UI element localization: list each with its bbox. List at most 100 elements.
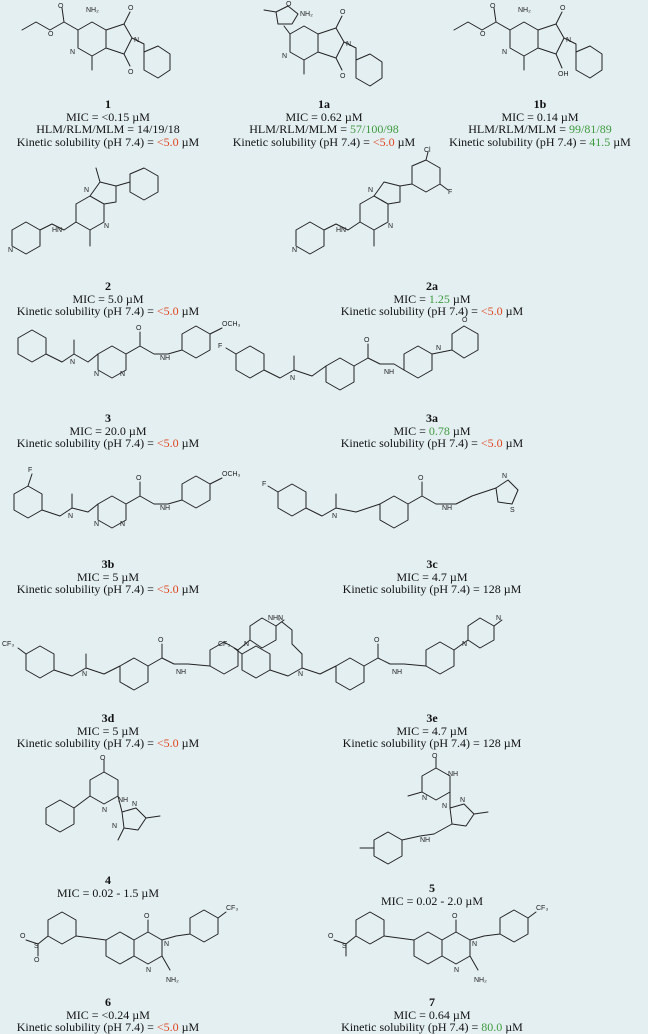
n-label: N bbox=[132, 801, 137, 808]
property-text: Kinetic solubility (pH 7.4) = bbox=[16, 582, 157, 596]
o-label: O bbox=[144, 913, 150, 920]
n-label: N bbox=[422, 795, 427, 802]
property-line: MIC = 1.25 µM bbox=[216, 292, 648, 306]
property-value: <5.0 bbox=[372, 134, 395, 149]
compound-id: 6 bbox=[105, 995, 111, 1009]
structure-4: O NH N N N bbox=[45, 755, 161, 841]
o-label: O bbox=[34, 957, 40, 964]
property-line: Kinetic solubility (pH 7.4) = <5.0 µM bbox=[216, 134, 432, 149]
n-label: N bbox=[120, 371, 125, 378]
property-text: µM bbox=[178, 134, 200, 149]
property-text: Kinetic solubility (pH 7.4) = bbox=[340, 304, 481, 318]
property-value: <5.0 bbox=[480, 304, 503, 318]
property-text: MIC = bbox=[393, 423, 429, 438]
property-text: MIC = 4.7 µM bbox=[396, 723, 468, 738]
nh-label: NH bbox=[176, 669, 186, 676]
structure-3e: NH₂ CF₃ N O NH N N bbox=[218, 615, 503, 691]
property-line: MIC = 4.7 µM bbox=[216, 723, 648, 738]
compound-id: 3e bbox=[426, 711, 438, 725]
compound-id: 3d bbox=[101, 711, 115, 725]
n-label: N bbox=[502, 49, 507, 56]
n-label: N bbox=[84, 187, 89, 194]
f-label: F bbox=[28, 467, 32, 474]
structure-7: S O O N N NH₂ CF₃ bbox=[328, 905, 548, 984]
property-line: Kinetic solubility (pH 7.4) = 41.5 µM bbox=[432, 134, 648, 149]
structure-2: N N HN N bbox=[8, 167, 159, 255]
property-line: Kinetic solubility (pH 7.4) = <5.0 µM bbox=[0, 134, 216, 149]
property-text: Kinetic solubility (pH 7.4) = 128 µM bbox=[342, 582, 522, 596]
n-label: N bbox=[472, 941, 477, 948]
property-line: Kinetic solubility (pH 7.4) = 128 µM bbox=[216, 737, 648, 750]
o-label: O bbox=[48, 31, 54, 38]
property-line: Kinetic solubility (pH 7.4) = <5.0 µM bbox=[0, 583, 216, 596]
n-label: N bbox=[290, 375, 295, 382]
property-line: Kinetic solubility (pH 7.4) = <5.0 µM bbox=[216, 305, 648, 318]
property-value: 99/81/89 bbox=[569, 122, 612, 136]
n-label: N bbox=[460, 797, 465, 804]
property-line: MIC = 0.64 µM bbox=[324, 1008, 540, 1022]
structure-1b: NH₂ O OH O O N N bbox=[453, 3, 603, 79]
compound-id: 1 bbox=[105, 97, 111, 111]
o-label: O bbox=[286, 1, 292, 8]
structure-1: NH₂ O O O O N N bbox=[21, 3, 171, 79]
property-value: 41.5 bbox=[589, 134, 611, 149]
och3-label: OCH₃ bbox=[222, 471, 241, 478]
property-text: µM bbox=[178, 1020, 200, 1034]
o-label: O bbox=[328, 933, 334, 940]
property-line: MIC = 5 µM bbox=[0, 723, 216, 738]
n-label: N bbox=[496, 615, 501, 622]
property-value: 57/100/98 bbox=[350, 122, 399, 136]
o-label: O bbox=[374, 637, 380, 644]
hn-label: HN bbox=[52, 227, 62, 234]
property-text: Kinetic solubility (pH 7.4) = bbox=[232, 134, 373, 149]
property-text: MIC = 5 µM bbox=[76, 723, 140, 738]
compound-id: 2a bbox=[426, 279, 438, 293]
nh2-label: NH₂ bbox=[474, 977, 487, 984]
property-line: MIC = 4.7 µM bbox=[216, 569, 648, 584]
nh-label: NH bbox=[160, 355, 170, 362]
property-text: MIC = 0.02 - 2.0 µM bbox=[380, 893, 484, 908]
property-value: <5.0 bbox=[156, 736, 179, 750]
property-text: Kinetic solubility (pH 7.4) = 128 µM bbox=[342, 736, 522, 750]
n-label: N bbox=[436, 345, 441, 352]
n-label: N bbox=[68, 513, 73, 520]
n-label: N bbox=[70, 49, 75, 56]
property-line: MIC = 0.02 - 1.5 µM bbox=[0, 885, 216, 900]
s-label: S bbox=[342, 943, 347, 950]
property-text: Kinetic solubility (pH 7.4) = bbox=[341, 1020, 482, 1034]
property-text: Kinetic solubility (pH 7.4) = bbox=[449, 134, 590, 149]
structure-3d: CF₃ N O NH N N bbox=[2, 615, 285, 691]
property-text: MIC = <0.15 µM bbox=[66, 109, 150, 124]
nh-label: NH bbox=[384, 369, 394, 376]
o-label: O bbox=[128, 5, 134, 12]
n-label: N bbox=[134, 37, 139, 44]
property-text: µM bbox=[178, 582, 200, 596]
o-label: O bbox=[480, 31, 486, 38]
property-text: MIC = 4.7 µM bbox=[396, 569, 468, 584]
structure-1a: NH₂ N N O O O bbox=[263, 1, 383, 87]
property-text: Kinetic solubility (pH 7.4) = bbox=[16, 436, 157, 450]
property-line: Kinetic solubility (pH 7.4) = <5.0 µM bbox=[0, 437, 216, 450]
property-line: HLM/RLM/MLM = 99/81/89 bbox=[432, 123, 648, 136]
property-value: <5.0 bbox=[156, 134, 179, 149]
property-text: MIC = 0.02 - 1.5 µM bbox=[56, 885, 160, 900]
property-value: <5.0 bbox=[156, 1020, 179, 1034]
structure-3b: F O NH OCH₃ N N N bbox=[13, 467, 241, 529]
n-label: N bbox=[94, 371, 99, 378]
nh2-label: NH₂ bbox=[518, 7, 531, 14]
cf3-label: CF₃ bbox=[2, 641, 14, 648]
